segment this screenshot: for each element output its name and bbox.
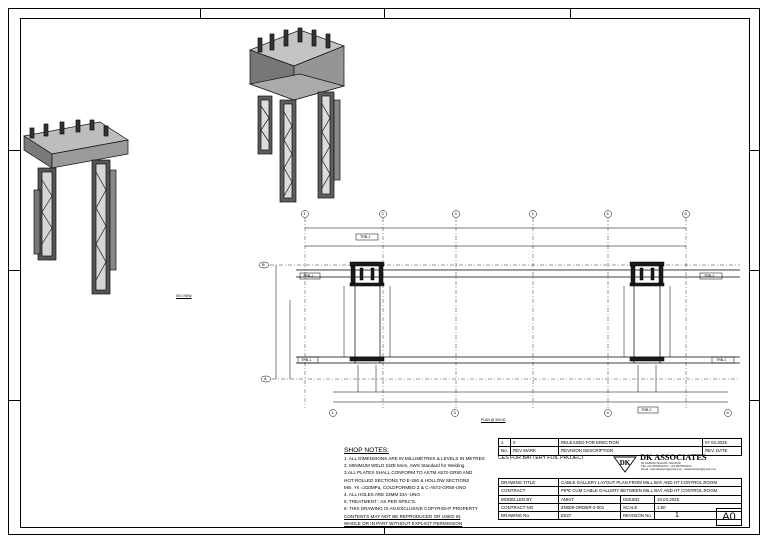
grid-label-left-b: B xyxy=(262,262,265,267)
grid-label-top-4: 4 xyxy=(531,211,534,216)
plan-view-label: PLAN @ 300.00 xyxy=(481,418,506,422)
drawing-title: CABLE GALLERY LAYOUT PLAN FROM MILL BAY … xyxy=(558,477,742,488)
shop-note-line: WHOLE OR IN PART WITHOUT EXPLICIT PERMIS… xyxy=(344,520,463,526)
revision-table: 1 0 RELEASED FOR ERECTION 07.04.2025 No.… xyxy=(498,437,742,456)
tag-label: TRB-1 xyxy=(303,273,314,278)
shop-notes-heading: SHOP NOTES: xyxy=(344,447,389,454)
frame-tick xyxy=(750,150,760,151)
modelled-by-label: MODELLED BY xyxy=(498,494,559,504)
contract-no: ZN000-ORDER-2-001 xyxy=(558,502,621,513)
contract-row: CONTRACT PIPE CUM CABLE GALLERY BETWEEN … xyxy=(498,486,742,496)
shop-note-line: 2. MINIMUM WELD SIZE 5mm, AWS Standard f… xyxy=(344,463,466,469)
iso-structure-upper xyxy=(248,27,346,203)
modelled-by: ANKIT xyxy=(558,494,621,504)
issued-date: 10.04.2025 xyxy=(654,494,742,504)
rev-date-header: REV. DATE xyxy=(702,446,742,456)
shop-note-line: 1. ALL DIMENSIONS ARE IN MILLIMETRES & L… xyxy=(344,456,485,461)
modelled-row: MODELLED BY ANKIT ISSUED 10.04.2025 xyxy=(498,494,742,504)
grid-label-bottom-3: 4 xyxy=(606,410,609,415)
rev-date: 07.04.2025 xyxy=(702,437,742,448)
frame-tick xyxy=(384,8,385,18)
shop-note-line: 5. TREATMENT : AS PER SPEC'S. xyxy=(344,499,417,505)
shop-note-line: 6. THIS DRAWING IS AN EXCLUSIVE COPYRIGH… xyxy=(344,506,478,512)
drawing-title-label: DRAWING TITLE xyxy=(498,477,559,488)
grid-bubbles-top xyxy=(301,210,690,218)
grid-label-top-1: 1 xyxy=(303,211,306,216)
grid-label-top-5: 5 xyxy=(606,211,609,216)
drawing-no-row: DRAWING No E027 REVISION No. 1 xyxy=(498,511,742,521)
revision-header-row: No. REV MARK REVISION DESCRIPTION REV. D… xyxy=(498,446,742,456)
iso-view-label: ISO VIEW xyxy=(176,294,192,298)
grid-label-top-2: 2 xyxy=(381,211,384,216)
plan-view xyxy=(258,210,740,417)
scale-label: SCALE xyxy=(619,502,656,513)
frame-tick xyxy=(750,400,760,401)
contract-no-label: CONTRACT NO xyxy=(498,502,559,513)
grid-label-bottom-1: 1 xyxy=(331,410,334,415)
logo-text: DK xyxy=(620,459,631,467)
contract-no-row: CONTRACT NO ZN000-ORDER-2-001 SCALE 1:50 xyxy=(498,502,742,513)
tag-label: TRB-1 xyxy=(360,234,371,239)
frame-tick xyxy=(8,150,20,151)
frame-tick xyxy=(200,8,201,18)
issued-label: ISSUED xyxy=(619,494,656,504)
grid-bubbles-bottom xyxy=(329,409,732,417)
shop-notes: SHOP NOTES: 1. ALL DIMENSIONS ARE IN MIL… xyxy=(344,447,494,527)
frame-tick xyxy=(8,270,20,271)
shop-note-line: CONTENTS MAY NOT BE REPRODUCED OR USED I… xyxy=(344,513,461,519)
dk-logo-icon: DK xyxy=(613,456,637,473)
grid-label-bottom-4: 6 xyxy=(726,410,729,415)
tag-label: TRB-2 xyxy=(704,273,715,278)
rev-mark: 0 xyxy=(510,437,559,448)
frame-tick xyxy=(8,400,20,401)
project-name: CES FOR BATTERY FOIL PROJECT xyxy=(498,455,585,461)
contract-value: PIPE CUM CABLE GALLERY BETWEEN MILL BAY … xyxy=(558,486,742,496)
company-name: DK ASSOCIATES xyxy=(640,453,707,462)
title-row: DRAWING TITLE CABLE GALLERY LAYOUT PLAN … xyxy=(498,477,742,488)
rev-mark-header: REV MARK xyxy=(510,446,559,456)
rev-no: 1 xyxy=(498,437,511,448)
grid-label-top-3: 3 xyxy=(454,211,457,216)
tag-label: TRB-1 xyxy=(301,357,312,362)
iso-structure-left xyxy=(23,119,129,295)
frame-tick xyxy=(384,528,385,535)
grid-label-top-6: 6 xyxy=(684,211,687,216)
inner-border xyxy=(20,18,750,528)
grid-label-bottom-2: 3 xyxy=(453,410,456,415)
shop-note-line: 3.ALL PLATES SHALL CONFORM TO ASTM A572-… xyxy=(344,470,473,476)
company-details: 55 ADARSH NAGAR, NAGPUR TEL:+91 98765432… xyxy=(641,461,741,472)
company-phone: TEL:+91 9876543210 / +91 9876543210 xyxy=(641,464,692,469)
revision-row: 1 0 RELEASED FOR ERECTION 07.04.2025 xyxy=(498,437,742,448)
tag-label: TRB-2 xyxy=(716,357,727,362)
frame-tick xyxy=(750,270,760,271)
company-email: Email : kale.dkassoc@gmail.com ; dkassoc… xyxy=(641,467,717,472)
shop-note-line: 4. ALL HOLES ARE 22MM DIA -UNO xyxy=(344,492,420,498)
rev-no-header: No. xyxy=(498,446,511,456)
drawing-no: E027 xyxy=(558,511,621,521)
tag-label: TRB-2 xyxy=(641,407,652,412)
sheet-size: A0 xyxy=(716,508,742,526)
rev-description: RELEASED FOR ERECTION xyxy=(558,437,703,448)
grid-label-left-a: A xyxy=(264,376,267,381)
title-block: DRAWING TITLE CABLE GALLERY LAYOUT PLAN … xyxy=(498,477,742,521)
revision-no-label: REVISION No. xyxy=(619,511,656,521)
contract-label: CONTRACT xyxy=(498,486,559,496)
revision-no: 1 xyxy=(675,512,679,520)
shop-note-line: HOT ROLLED SECTIONS TO E-250 & HOLLOW SE… xyxy=(344,477,470,483)
shop-note-line: Min. Ys =310MPa, COLDFORMED Z & C-A572-G… xyxy=(344,484,467,490)
drawing-no-label: DRAWING No xyxy=(498,511,559,521)
company-address: 55 ADARSH NAGAR, NAGPUR xyxy=(641,461,681,465)
frame-tick xyxy=(570,8,571,18)
